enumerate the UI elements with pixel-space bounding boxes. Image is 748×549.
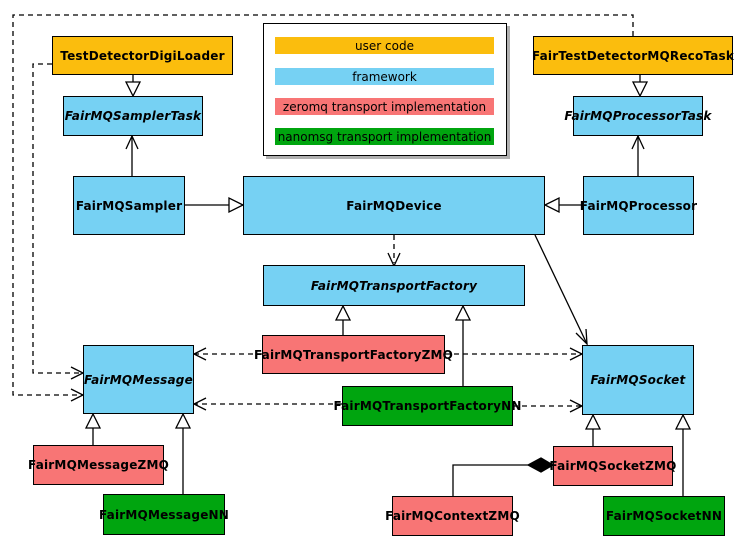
node-fairmq-device: FairMQDevice: [243, 176, 545, 235]
legend-item-user-code: user code: [275, 37, 494, 54]
node-fairmq-message-nn: FairMQMessageNN: [99, 494, 229, 535]
node-fairmq-processor: FairMQProcessor: [580, 176, 697, 235]
node-fairmq-socket-nn: FairMQSocketNN: [603, 496, 725, 536]
edge-processor-device: [543, 196, 583, 214]
edge-tfzmq-message: [192, 347, 262, 361]
node-fairmq-sampler-task: FairMQSamplerTask: [63, 96, 203, 136]
edge-sampler-device: [185, 196, 245, 214]
edge-tfnn-message: [192, 397, 342, 411]
edge-socketzmq-contextzmq: [452, 457, 555, 496]
edge-tfzmq-transportfactory: [334, 304, 352, 335]
legend-item-zeromq: zeromq transport implementation: [275, 98, 494, 115]
edge-messagezmq-message: [84, 412, 102, 445]
node-fairmq-message: FairMQMessage: [83, 345, 194, 414]
node-test-detector-digi-loader: TestDetectorDigiLoader: [52, 36, 233, 75]
legend-box: user code framework zeromq transport imp…: [263, 23, 507, 156]
edge-messagenn-message: [174, 412, 192, 494]
edge-tfnn-transportfactory: [454, 304, 472, 386]
edge-device-socket: [534, 234, 588, 346]
edge-recotask-processortask: [631, 75, 649, 98]
node-fairmq-sampler: FairMQSampler: [73, 176, 185, 235]
edge-socketzmq-socket: [584, 413, 602, 446]
node-fairmq-socket-zmq: FairMQSocketZMQ: [549, 446, 676, 486]
node-fairmq-socket: FairMQSocket: [582, 345, 694, 415]
legend-item-framework: framework: [275, 68, 494, 85]
edge-socketnn-socket: [674, 413, 692, 496]
edge-tfnn-socket: [513, 399, 584, 413]
node-fairmq-processor-task: FairMQProcessorTask: [564, 96, 711, 136]
node-fairmq-transport-factory-nn: FairMQTransportFactoryNN: [333, 386, 521, 426]
edge-tfzmq-socket: [445, 347, 584, 361]
node-fairmq-transport-factory: FairMQTransportFactory: [263, 265, 525, 306]
edge-device-transportfactory: [387, 235, 401, 268]
legend-item-nanomsg: nanomsg transport implementation: [275, 128, 494, 145]
edge-sampler-samplertask: [125, 134, 139, 176]
node-fair-test-detector-mq-reco-task: FairTestDetectorMQRecoTask: [532, 36, 734, 75]
edge-processor-processortask: [631, 134, 645, 176]
node-fairmq-message-zmq: FairMQMessageZMQ: [28, 445, 169, 485]
edge-digiloader-samplertask: [124, 75, 142, 98]
node-fairmq-transport-factory-zmq: FairMQTransportFactoryZMQ: [254, 335, 453, 374]
node-fairmq-context-zmq: FairMQContextZMQ: [385, 496, 520, 536]
